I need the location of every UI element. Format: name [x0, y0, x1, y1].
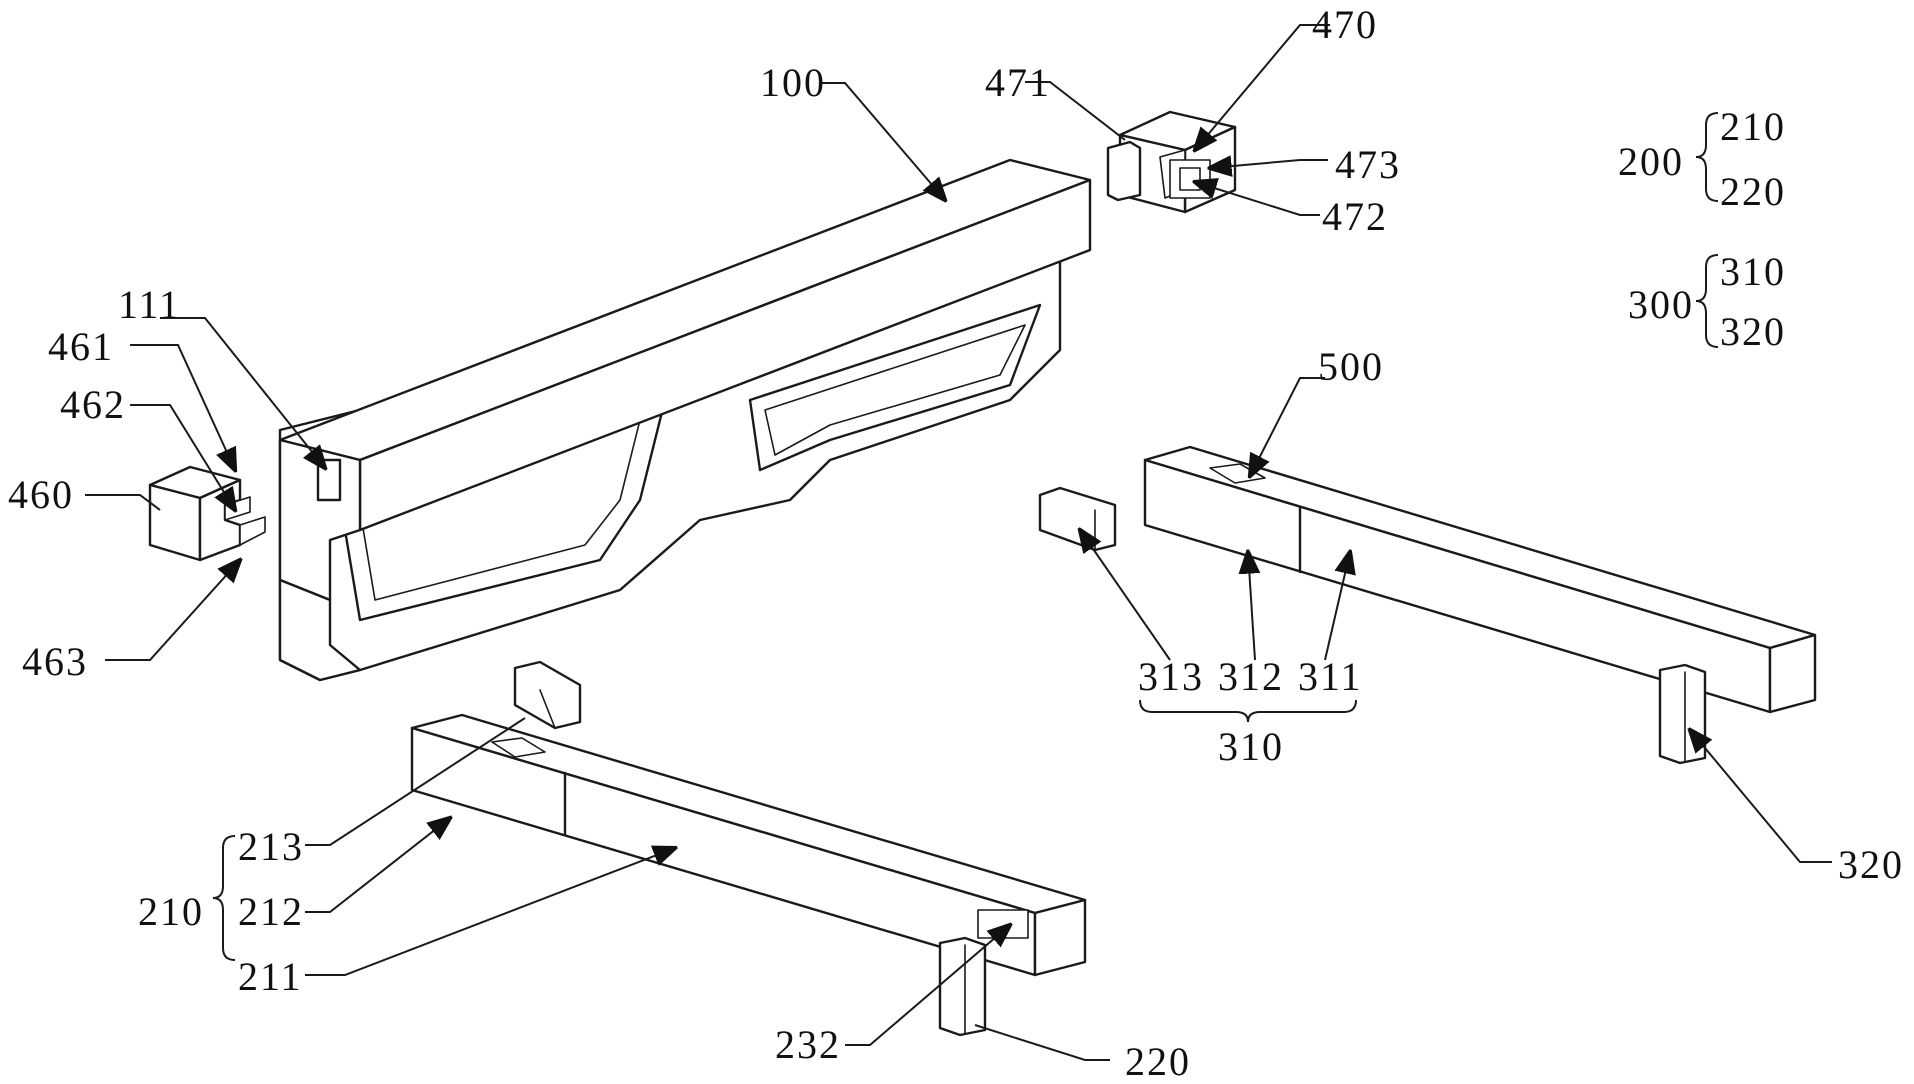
label-200: 200 — [1618, 139, 1684, 184]
label-313: 313 — [1138, 654, 1204, 699]
label-210: 210 — [138, 889, 204, 934]
label-300-320: 320 — [1720, 309, 1786, 354]
reference-labels: 100 111 461 462 460 463 471 470 473 472 … — [8, 2, 1904, 1084]
label-200-220: 220 — [1720, 169, 1786, 214]
hinge-470 — [1106, 110, 1237, 214]
hinge-460 — [148, 465, 266, 562]
front-frame — [278, 158, 1092, 682]
label-463: 463 — [22, 639, 88, 684]
leader-lines — [85, 24, 1832, 1061]
label-212: 212 — [238, 889, 304, 934]
label-473: 473 — [1335, 142, 1401, 187]
temple-200 — [410, 660, 1087, 1037]
label-500: 500 — [1318, 344, 1384, 389]
label-300-310: 310 — [1720, 249, 1786, 294]
label-471: 471 — [985, 60, 1051, 105]
label-470: 470 — [1312, 2, 1378, 47]
label-461: 461 — [48, 324, 114, 369]
label-111: 111 — [118, 282, 181, 327]
label-100: 100 — [760, 60, 826, 105]
label-300: 300 — [1628, 282, 1694, 327]
label-312: 312 — [1218, 654, 1284, 699]
label-213: 213 — [238, 824, 304, 869]
label-310: 310 — [1218, 724, 1284, 769]
label-200-210: 210 — [1720, 104, 1786, 149]
temple-300 — [1038, 445, 1817, 765]
label-472: 472 — [1322, 194, 1388, 239]
label-211: 211 — [238, 954, 303, 999]
label-320: 320 — [1838, 842, 1904, 887]
label-220: 220 — [1125, 1039, 1191, 1084]
label-460: 460 — [8, 472, 74, 517]
label-462: 462 — [60, 382, 126, 427]
label-311: 311 — [1298, 654, 1363, 699]
label-232: 232 — [775, 1022, 841, 1067]
group-braces — [212, 112, 1719, 961]
